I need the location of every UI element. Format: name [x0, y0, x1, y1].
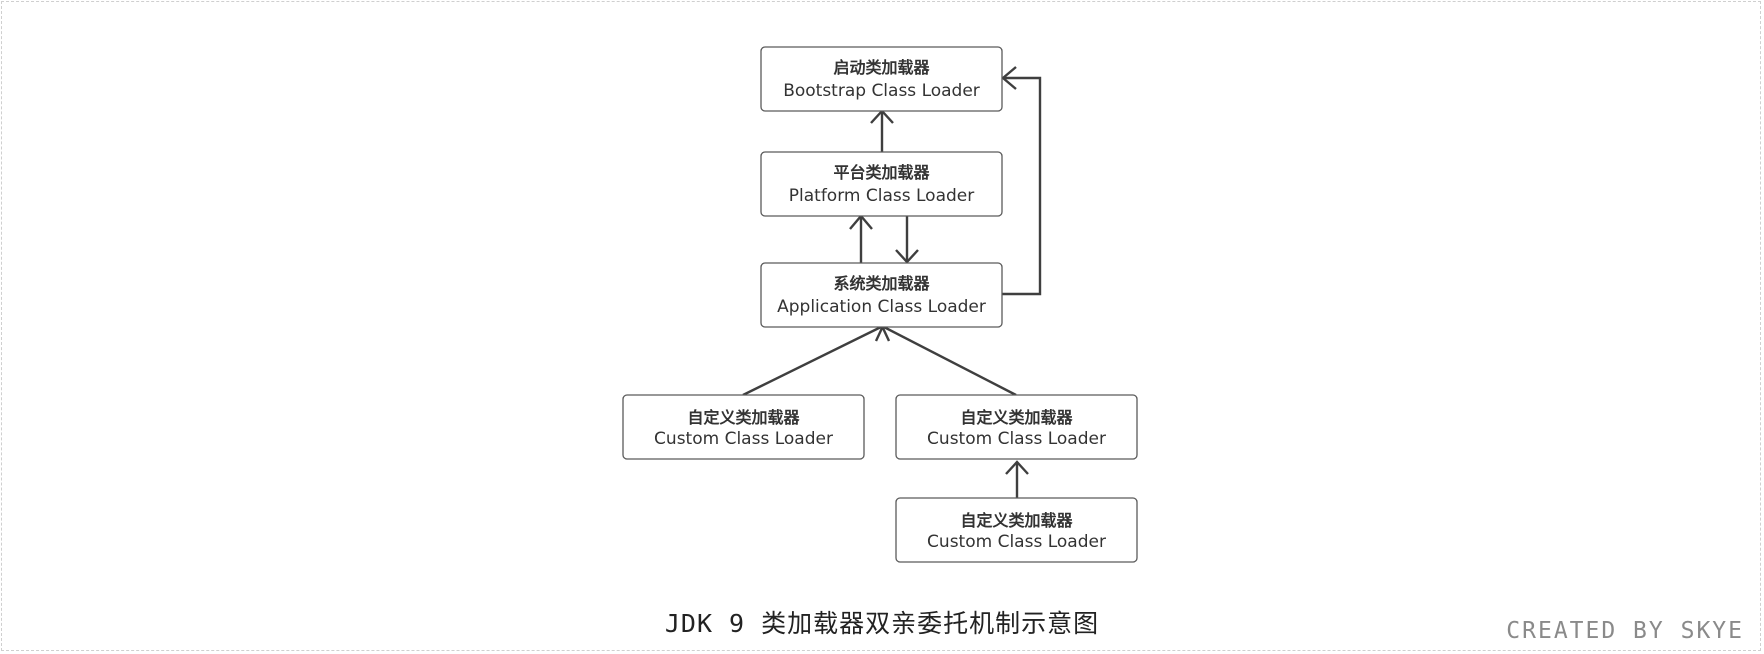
- node-platform-en: Platform Class Loader: [789, 186, 974, 206]
- node-custom-bottom-en: Custom Class Loader: [927, 532, 1106, 552]
- node-custom-bottom-zh: 自定义类加载器: [960, 511, 1073, 530]
- edge-custom-left-to-application: [742, 323, 885, 397]
- node-application-en: Application Class Loader: [777, 297, 986, 317]
- node-bootstrap-class-loader: 启动类加载器 Bootstrap Class Loader: [760, 46, 1003, 112]
- node-custom-class-loader-left: 自定义类加载器 Custom Class Loader: [622, 394, 865, 460]
- credit-label: CREATED BY SKYE: [1506, 618, 1744, 644]
- edge-platform-to-bootstrap: [870, 109, 894, 152]
- edge-platform-to-application: [895, 216, 919, 264]
- node-bootstrap-en: Bootstrap Class Loader: [783, 81, 980, 101]
- diagram-caption: JDK 9 类加载器双亲委托机制示意图: [664, 609, 1100, 638]
- node-custom-left-zh: 自定义类加载器: [687, 408, 800, 427]
- node-platform-zh: 平台类加载器: [833, 163, 930, 182]
- node-application-zh: 系统类加载器: [833, 274, 930, 293]
- edge-application-to-platform: [849, 214, 873, 263]
- node-custom-class-loader-bottom: 自定义类加载器 Custom Class Loader: [895, 497, 1138, 563]
- node-bootstrap-zh: 启动类加载器: [833, 58, 930, 77]
- edge-custom-bottom-to-custom-right: [1005, 460, 1029, 498]
- edge-application-to-bootstrap: [1001, 66, 1042, 296]
- node-custom-right-zh: 自定义类加载器: [960, 408, 1073, 427]
- edge-custom-right-to-application: [880, 323, 1017, 397]
- node-custom-class-loader-right: 自定义类加载器 Custom Class Loader: [895, 394, 1138, 460]
- node-platform-class-loader: 平台类加载器 Platform Class Loader: [760, 151, 1003, 217]
- node-application-class-loader: 系统类加载器 Application Class Loader: [760, 262, 1003, 328]
- node-custom-left-en: Custom Class Loader: [654, 429, 833, 449]
- node-custom-right-en: Custom Class Loader: [927, 429, 1106, 449]
